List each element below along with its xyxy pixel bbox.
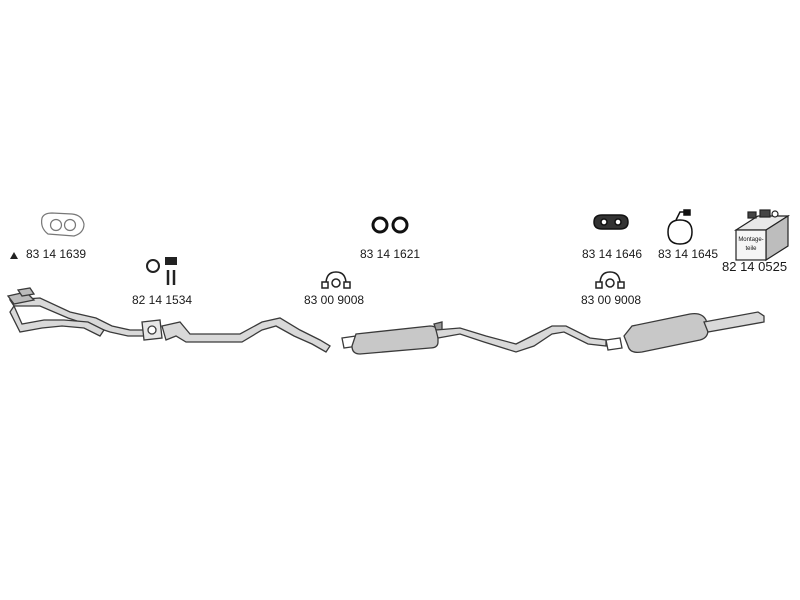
rubber-mount-icon [593,214,629,230]
hanger-icon [667,209,693,245]
o-rings-icon [371,216,409,234]
mounting-kit-box-icon: Montage- teile [733,209,791,262]
tail-pipe [703,311,765,333]
part-number-o-rings: 83 14 1621 [360,247,421,261]
part-number-mounting-kit: 82 14 0525 [722,259,788,274]
intermediate-pipe [161,317,331,353]
front-pipe-lower [9,304,105,337]
part-number-hanger: 83 14 1645 [658,247,719,261]
part-number-gasket: 83 14 1639 [26,247,87,261]
rear-muffler [623,312,709,354]
manifold-flange-top [16,287,36,297]
clamp-icon [595,271,625,289]
part-number-clamp-rear: 83 00 9008 [581,293,642,307]
clamp-icon [321,271,351,289]
box-label-line-1: Montage- [738,237,763,243]
ring-and-bolts-icon [146,257,177,285]
front-muffler [351,325,439,355]
part-number-ring-bolts: 82 14 1534 [132,293,193,307]
part-number-clamp-front: 83 00 9008 [304,293,365,307]
triangle-marker [10,252,18,259]
center-pipe [435,325,607,353]
box-label-line-2: teile [745,246,757,252]
gasket-icon [41,212,85,237]
rear-connector [605,337,623,351]
part-number-rubber-mount: 83 14 1646 [582,247,643,261]
exhaust-pipe-assembly [6,287,765,355]
